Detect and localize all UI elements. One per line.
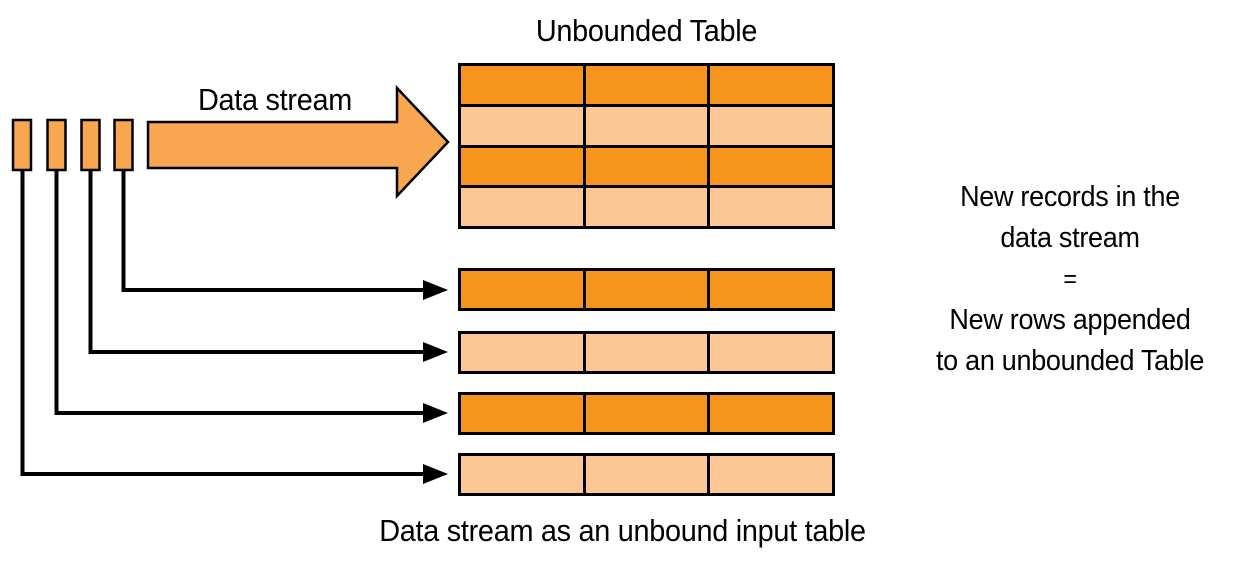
table-cell-dark xyxy=(585,147,708,186)
table-cell-dark xyxy=(461,395,583,432)
connector-arrowhead-icon xyxy=(423,403,448,423)
connector-arrowhead-icon xyxy=(423,342,448,362)
table-cell-light xyxy=(710,188,832,226)
stream-record-icon xyxy=(80,118,101,172)
table-cell-light xyxy=(710,456,832,493)
connector-line xyxy=(54,169,424,415)
table-cell-light xyxy=(461,334,583,371)
table-cell-light xyxy=(710,106,832,145)
table-cell-dark xyxy=(585,271,708,308)
table-cell-dark xyxy=(461,147,583,186)
table-cell-light xyxy=(585,456,708,493)
stream-record-icon xyxy=(11,118,33,172)
connector-line xyxy=(88,169,424,354)
table-cell-light xyxy=(585,334,708,371)
annotation-line: to an unbounded Table xyxy=(935,345,1205,377)
annotation-line: New records in the xyxy=(960,181,1180,213)
data-stream-label: Data stream xyxy=(198,82,352,117)
input-table-row-1 xyxy=(458,268,835,311)
unbounded-table-title: Unbounded Table xyxy=(535,13,758,48)
figure-caption: Data stream as an unbound input table xyxy=(379,513,866,548)
input-table-row-4 xyxy=(458,453,835,496)
table-cell-dark xyxy=(710,66,832,104)
stream-record-icon xyxy=(113,118,134,172)
table-cell-light xyxy=(461,188,583,226)
annotation-line: data stream xyxy=(1000,222,1140,254)
table-cell-dark xyxy=(585,66,708,104)
equals-sign: = xyxy=(1063,265,1077,293)
annotation-line: New rows appended xyxy=(949,304,1191,336)
connector-line xyxy=(20,169,424,476)
table-cell-dark xyxy=(710,147,832,186)
table-cell-light xyxy=(585,188,708,226)
unbounded-table xyxy=(458,63,835,229)
input-table-row-2 xyxy=(458,331,835,374)
connector-arrowhead-icon xyxy=(423,464,448,484)
table-cell-dark xyxy=(710,395,832,432)
stream-record-icon xyxy=(46,118,67,172)
connector-arrowhead-icon xyxy=(423,280,448,300)
table-cell-light xyxy=(585,106,708,145)
table-cell-light xyxy=(461,106,583,145)
connector-line xyxy=(121,169,424,292)
table-cell-dark xyxy=(461,66,583,104)
table-cell-dark xyxy=(461,271,583,308)
table-cell-dark xyxy=(585,395,708,432)
table-cell-dark xyxy=(710,271,832,308)
table-cell-light xyxy=(461,456,583,493)
input-table-row-3 xyxy=(458,392,835,435)
annotation-text: New records in the data stream = New row… xyxy=(907,177,1233,382)
data-stream-arrow-icon xyxy=(146,84,450,200)
table-cell-light xyxy=(710,334,832,371)
